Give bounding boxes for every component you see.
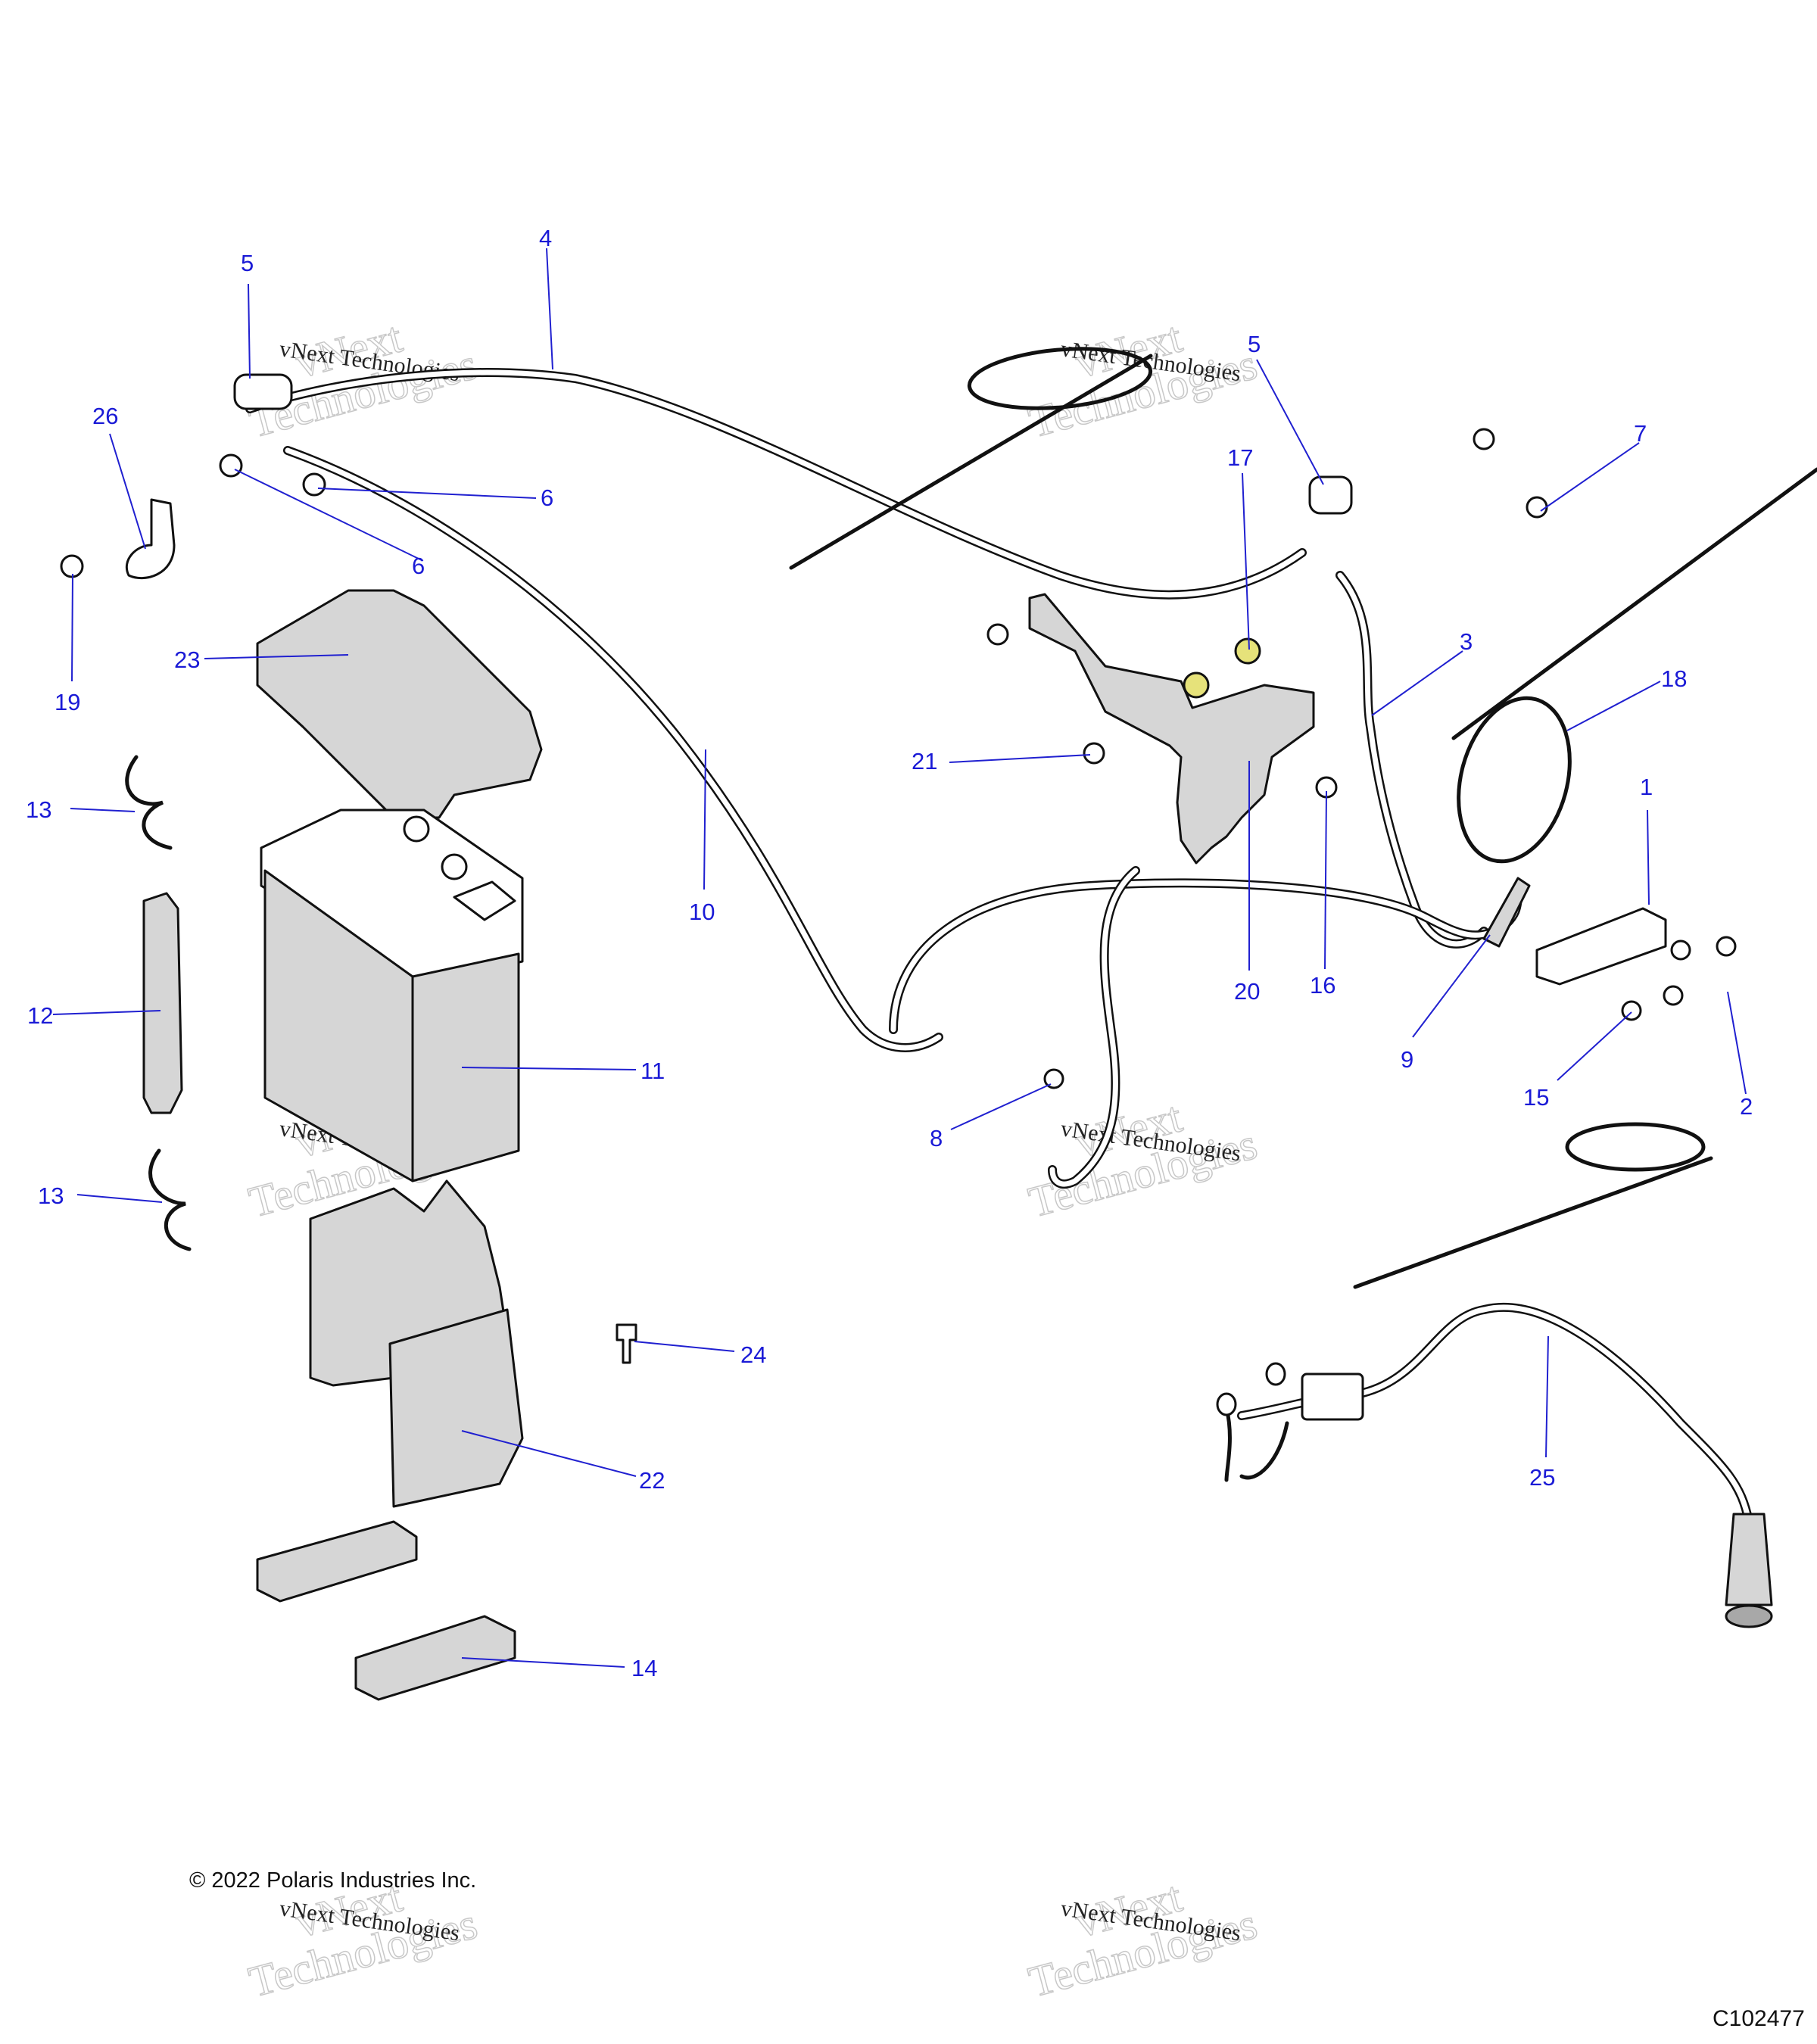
terminal-cap-5a: [233, 373, 293, 410]
bracket-20: [1028, 593, 1315, 865]
clamp-26: [125, 498, 176, 580]
callout-6-upper: 6: [541, 485, 553, 511]
callout-12: 12: [27, 1002, 53, 1029]
harness-25: [1216, 1302, 1773, 1628]
callout-2: 2: [1740, 1093, 1753, 1120]
terminal-cap-5b: [1308, 475, 1353, 515]
callout-20: 20: [1234, 978, 1260, 1005]
callout-15: 15: [1523, 1084, 1549, 1111]
nut-7a: [1473, 428, 1495, 450]
nut-2b: [1716, 936, 1737, 957]
leader-lines: [52, 248, 1747, 1668]
callout-11: 11: [640, 1058, 665, 1084]
screw-15: [1621, 1000, 1642, 1021]
callout-24: 24: [740, 1341, 766, 1368]
cable-4: [245, 368, 1307, 600]
nut-6a: [219, 453, 243, 478]
callout-14: 14: [631, 1655, 657, 1681]
battery-terminal-cap: [453, 880, 516, 921]
callout-1: 1: [1640, 774, 1653, 800]
nut-2c: [1663, 985, 1684, 1006]
nut-2a: [1670, 939, 1691, 961]
cable-tie-bottom: [1353, 1122, 1713, 1289]
cable-10: [283, 446, 943, 1052]
screw-21a: [986, 623, 1009, 646]
foam-pad-14b: [354, 1615, 516, 1701]
callout-26: 26: [92, 403, 118, 429]
harness-25-ring-terminal: [1265, 1362, 1286, 1386]
callout-25: 25: [1529, 1464, 1555, 1491]
callout-10: 10: [689, 899, 715, 925]
harness-25-socket-cap: [1725, 1604, 1773, 1628]
cable-3: [1335, 571, 1488, 949]
callout-8: 8: [930, 1125, 943, 1151]
grommet-17b: [1234, 637, 1261, 665]
terminal-9: [1482, 877, 1531, 948]
battery-terminal: [441, 853, 468, 880]
callout-7: 7: [1634, 420, 1647, 447]
callout-22: 22: [639, 1467, 665, 1494]
battery-cover-23: [256, 589, 543, 819]
nut-6b: [302, 472, 326, 497]
callout-18: 18: [1661, 665, 1687, 692]
callout-3: 3: [1460, 628, 1473, 655]
clip-13b: [148, 1148, 192, 1251]
callout-23: 23: [174, 647, 200, 673]
foam-pad-14a: [256, 1520, 418, 1603]
screw-8: [1043, 1068, 1064, 1089]
copyright-notice: © 2022 Polaris Industries Inc.: [189, 1868, 477, 1893]
battery-terminal: [403, 815, 430, 843]
harness-25-connector: [1301, 1373, 1364, 1421]
callout-5-right: 5: [1248, 331, 1261, 357]
callout-19: 19: [55, 689, 80, 715]
harness-25-socket: [1725, 1513, 1773, 1606]
callout-17: 17: [1227, 444, 1253, 471]
callout-6-lower: 6: [412, 553, 425, 579]
figure-id: C102477: [1713, 2006, 1805, 2031]
harness-25-ring-terminal: [1216, 1392, 1237, 1416]
nut-19: [60, 554, 84, 578]
bolt-24: [616, 1323, 637, 1364]
callout-5-left: 5: [241, 250, 254, 276]
cable-tie-18: [1451, 467, 1817, 864]
callout-9: 9: [1401, 1046, 1413, 1073]
battery-shield-22: [309, 1179, 524, 1508]
cable-tie-top: [789, 347, 1153, 570]
nut-7b: [1526, 496, 1548, 519]
terminal-block-1: [1535, 907, 1667, 986]
screw-21b: [1083, 742, 1105, 765]
callout-13-upper: 13: [26, 796, 51, 823]
callout-4: 4: [539, 225, 552, 251]
callout-labels: 1 2 3 4 5 5 6 6 7 8 9 10 11 12 13 13 14 …: [26, 225, 1753, 1681]
battery-strap-12: [142, 892, 183, 1114]
clip-13a: [125, 755, 173, 850]
callout-13-lower: 13: [38, 1182, 64, 1209]
callout-21: 21: [912, 748, 937, 774]
grommet-17a: [1183, 671, 1210, 699]
callout-16: 16: [1310, 972, 1335, 999]
